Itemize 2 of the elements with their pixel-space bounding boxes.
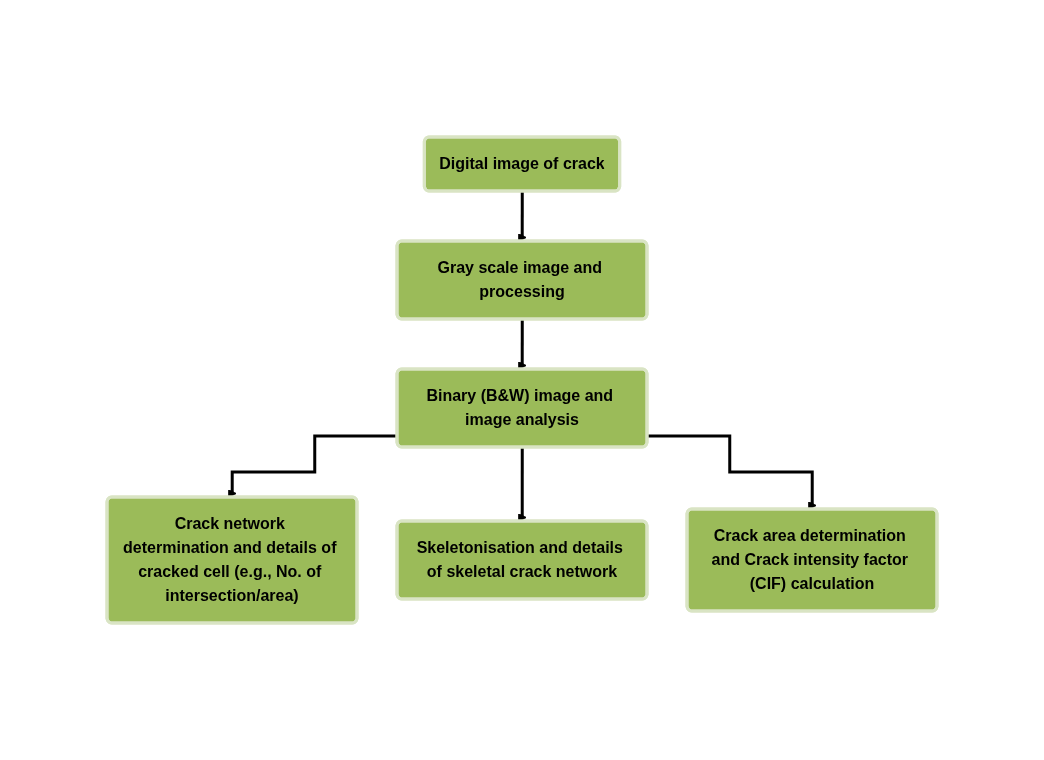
arrow	[228, 434, 398, 498]
arrow	[647, 434, 817, 510]
